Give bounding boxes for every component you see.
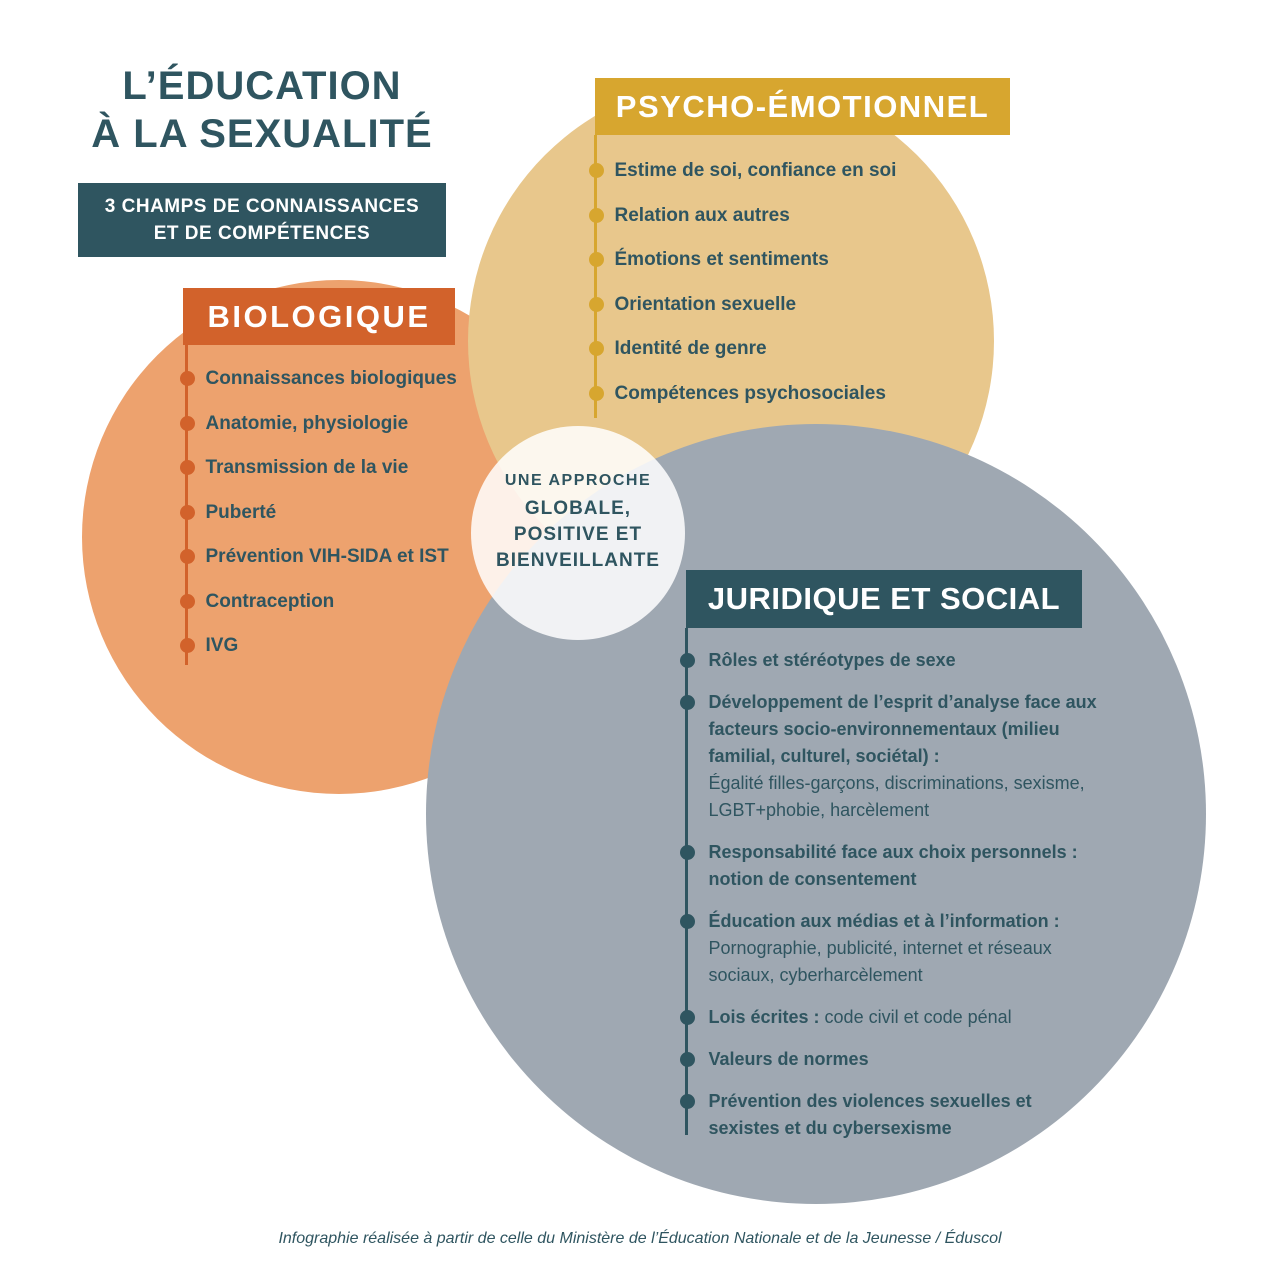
bullet-icon <box>679 914 695 929</box>
bullet-icon <box>588 252 604 267</box>
center-intro: UNE APPROCHE <box>504 472 652 489</box>
psycho-emotionnel-connector-line <box>594 135 597 418</box>
list-item-text: Rôles et stéréotypes de sexe <box>708 650 956 670</box>
page-title-line-2: À LA SEXUALITÉ <box>91 112 433 156</box>
list-item-text: Connaissances biologiques <box>205 368 457 389</box>
list-item-text: Puberté <box>205 501 277 523</box>
list-item: Orientation sexuelle <box>588 291 979 318</box>
list-item-text: Anatomie, physiologie <box>205 412 409 434</box>
bullet-icon <box>179 371 195 386</box>
list-item-text: Transmission de la vie <box>205 457 409 478</box>
center-line-2: POSITIVE ET <box>513 524 643 545</box>
page-title-line-1: L’ÉDUCATION <box>122 64 402 108</box>
list-item: Rôles et stéréotypes de sexe <box>679 647 1104 674</box>
list-item-text: Émotions et sentiments <box>614 249 829 270</box>
juridique-social-header: JURIDIQUE ET SOCIAL <box>686 570 1082 628</box>
list-item-text: Développement de l’esprit d’analyse face… <box>708 692 1097 820</box>
list-item: Connaissances biologiques <box>179 365 510 392</box>
center-line-1: GLOBALE, <box>524 498 632 519</box>
list-item: Prévention des violences sexuelles et se… <box>679 1088 1104 1142</box>
list-item: Éducation aux médias et à l’information … <box>679 908 1104 989</box>
list-item-text: Éducation aux médias et à l’information … <box>708 911 1060 985</box>
list-item: Compétences psychosociales <box>588 380 979 407</box>
bullet-icon <box>679 1010 695 1025</box>
bullet-icon <box>679 1052 695 1067</box>
list-item: Contraception <box>179 588 510 615</box>
bullet-icon <box>588 341 604 356</box>
list-item: Puberté <box>179 499 510 526</box>
list-item-text: Estime de soi, confiance en soi <box>614 160 897 181</box>
juridique-social-connector-line <box>685 628 688 1135</box>
subtitle-box: 3 CHAMPS DE CONNAISSANCES ET DE COMPÉTEN… <box>78 183 446 257</box>
bullet-icon <box>179 593 195 609</box>
bullet-icon <box>179 415 195 431</box>
list-item: Relation aux autres <box>588 202 979 229</box>
list-item-text: Responsabilité face aux choix personnels… <box>708 842 1078 889</box>
list-item: Valeurs de normes <box>679 1046 1104 1073</box>
list-item-text: Prévention des violences sexuelles et se… <box>708 1091 1032 1138</box>
biologique-header: BIOLOGIQUE <box>183 288 455 345</box>
bullet-icon <box>179 460 195 475</box>
list-item-text: Relation aux autres <box>614 204 790 226</box>
list-item-text: Compétences psychosociales <box>614 382 886 404</box>
bullet-icon <box>179 638 195 653</box>
bullet-icon <box>679 1094 695 1109</box>
center-approach-circle: UNE APPROCHE GLOBALE, POSITIVE ET BIENVE… <box>471 426 685 640</box>
bullet-icon <box>679 653 695 668</box>
footer-credit: Infographie réalisée à partir de celle d… <box>278 1230 1002 1247</box>
list-item: IVG <box>179 632 510 659</box>
list-item: Transmission de la vie <box>179 454 510 481</box>
list-item-text: Orientation sexuelle <box>614 293 797 315</box>
list-item: Estime de soi, confiance en soi <box>588 157 979 184</box>
list-item-text: Contraception <box>205 590 335 612</box>
bullet-icon <box>588 207 604 223</box>
list-item: Lois écrites : code civil et code pénal <box>679 1004 1104 1031</box>
list-item: Responsabilité face aux choix personnels… <box>679 839 1104 893</box>
list-item: Identité de genre <box>588 335 979 362</box>
bullet-icon <box>588 163 604 178</box>
center-line-3: BIENVEILLANTE <box>496 550 660 571</box>
list-item: Prévention VIH-SIDA et IST <box>179 543 510 570</box>
bullet-icon <box>179 549 195 564</box>
psycho-emotionnel-header: PSYCHO-ÉMOTIONNEL <box>595 78 1010 135</box>
bullet-icon <box>588 385 604 401</box>
subtitle-line-1: 3 CHAMPS DE CONNAISSANCES <box>104 196 420 217</box>
bullet-icon <box>679 845 695 860</box>
bullet-icon <box>679 695 695 710</box>
list-item: Anatomie, physiologie <box>179 410 510 437</box>
list-item-text: IVG <box>205 635 239 656</box>
page-title: L’ÉDUCATION À LA SEXUALITÉ <box>62 62 462 158</box>
list-item-text: Lois écrites : code civil et code pénal <box>708 1007 1012 1027</box>
list-item-text: Valeurs de normes <box>708 1049 869 1069</box>
bullet-icon <box>588 296 604 312</box>
bullet-icon <box>179 504 195 520</box>
list-item-text: Identité de genre <box>614 338 767 359</box>
list-item-text: Prévention VIH-SIDA et IST <box>205 546 449 567</box>
list-item: Développement de l’esprit d’analyse face… <box>679 689 1104 824</box>
list-item: Émotions et sentiments <box>588 246 979 273</box>
subtitle-line-2: ET DE COMPÉTENCES <box>153 223 371 244</box>
